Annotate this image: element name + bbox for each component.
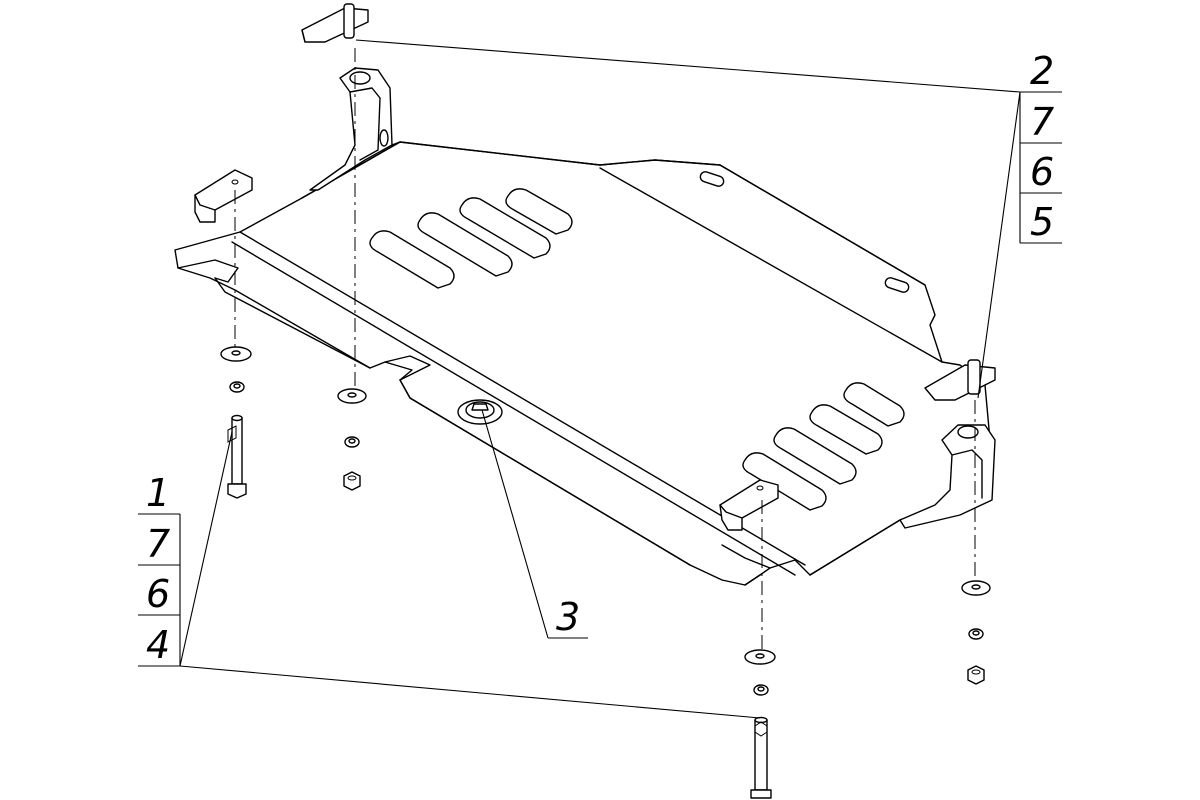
callout-label-3: 3	[556, 595, 580, 639]
callout-table-top-right: 2 7 6 5	[355, 39, 1062, 399]
center-fastener	[457, 399, 503, 425]
vent-slots-front	[742, 382, 905, 511]
callout-label-1: 1	[146, 471, 170, 515]
callout-label-5: 5	[1030, 200, 1054, 244]
callout-label-6-top: 6	[1030, 150, 1054, 194]
callout-label-4: 4	[146, 623, 170, 667]
bolt-stack-front	[744, 649, 776, 799]
skid-plate	[174, 141, 991, 586]
bolt-stack-left	[220, 346, 252, 499]
clip-plate-top	[301, 3, 369, 43]
callout-center: 3	[481, 409, 588, 639]
callout-table-bottom-left: 1 7 6 4	[138, 431, 761, 719]
vent-slots-rear	[369, 188, 573, 289]
washer-stack-front-right	[961, 580, 991, 685]
callout-label-7-bottom: 7	[146, 522, 170, 566]
callout-label-2: 2	[1030, 49, 1054, 93]
clip-plate-right	[924, 359, 996, 401]
callout-label-6-bottom: 6	[146, 572, 170, 616]
assembly-axes	[234, 48, 976, 650]
callout-label-7-top: 7	[1030, 100, 1054, 144]
clip-plate-left	[194, 169, 253, 223]
rear-panel-slots	[699, 171, 910, 293]
clip-plate-front	[719, 479, 779, 531]
washer-stack-rear-left	[337, 388, 367, 491]
front-right-bracket	[899, 424, 996, 529]
